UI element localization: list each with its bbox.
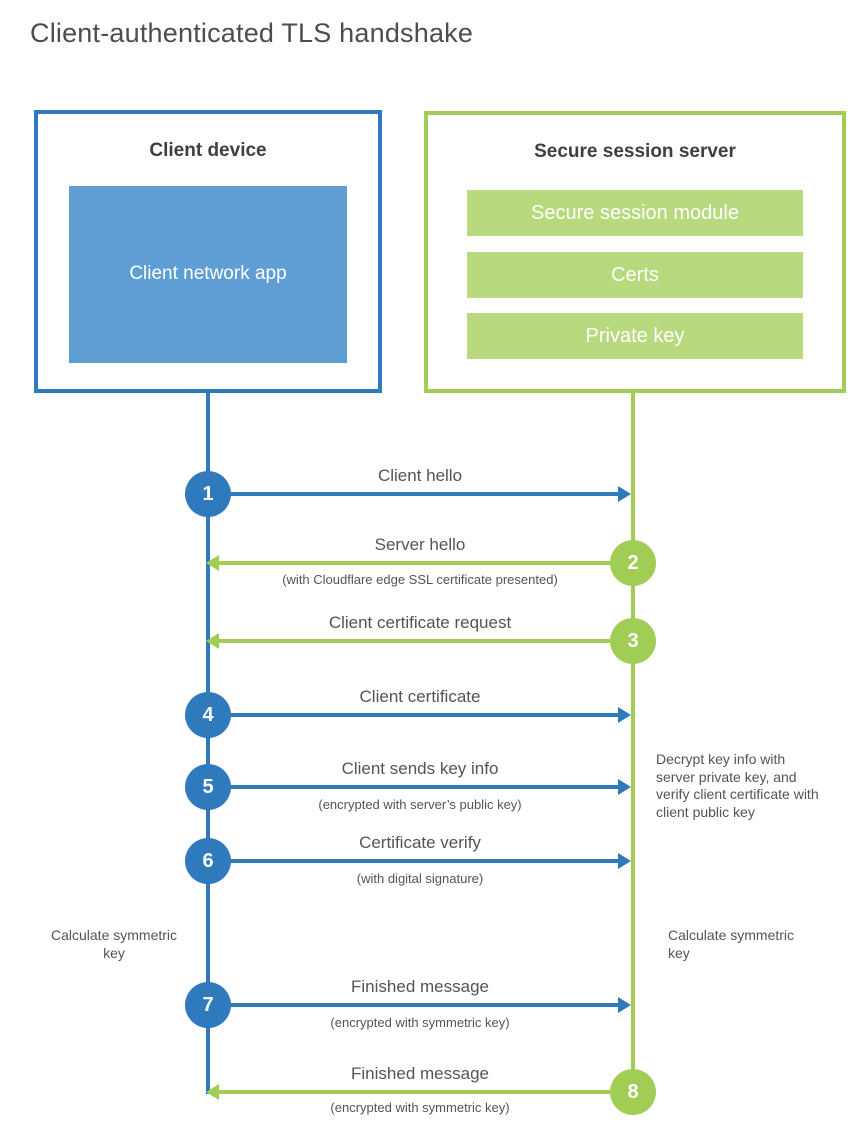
step-circle-5: 5 [185, 764, 231, 810]
step-label: Certificate verify [359, 833, 481, 852]
step-circle-8: 8 [610, 1069, 656, 1115]
step-sublabel: (encrypted with symmetric key) [330, 1015, 510, 1030]
step-sublabel: (encrypted with server’s public key) [318, 797, 522, 812]
arrowhead-right-icon [618, 707, 631, 723]
arrowhead-left-icon [206, 1084, 219, 1100]
step-sublabel: (with Cloudflare edge SSL certificate pr… [282, 572, 558, 587]
certs-bar: Certs [467, 252, 803, 298]
decrypt-key-note: Decrypt key info with server private key… [656, 751, 819, 820]
step-label: Finished message [351, 1064, 489, 1083]
client-device-box: Client device Client network app [34, 110, 382, 393]
calculate-symmetric-key-server: Calculate symmetric key [668, 927, 795, 962]
step-circle-1: 1 [185, 471, 231, 517]
step-label: Server hello [374, 535, 466, 554]
arrow-finished-message-server [206, 1084, 610, 1100]
step-label: Client hello [377, 466, 463, 485]
arrowhead-right-icon [618, 997, 631, 1013]
server-box-title: Secure session server [534, 141, 736, 162]
arrow-certificate-verify [231, 853, 631, 869]
calculate-symmetric-key-client: Calculate symmetric key [50, 927, 178, 962]
step-label: Client certificate request [328, 613, 512, 632]
arrow-server-hello [206, 555, 610, 571]
client-network-app-label: Client network app [129, 263, 287, 285]
arrow-client-certificate-request [206, 633, 610, 649]
page-title: Client-authenticated TLS handshake [30, 18, 474, 48]
step-circle-7: 7 [185, 982, 231, 1028]
step-label: Client certificate [359, 687, 481, 706]
arrow-client-hello [231, 486, 631, 502]
private-key-bar: Private key [467, 313, 803, 359]
step-circle-6: 6 [185, 838, 231, 884]
arrowhead-left-icon [206, 555, 219, 571]
secure-session-module-bar: Secure session module [467, 190, 803, 236]
server-lifeline [631, 393, 635, 1092]
step-sublabel: (with digital signature) [356, 871, 484, 886]
arrowhead-right-icon [618, 486, 631, 502]
arrow-finished-message-client [231, 997, 631, 1013]
arrowhead-right-icon [618, 779, 631, 795]
arrowhead-right-icon [618, 853, 631, 869]
arrow-client-certificate [231, 707, 631, 723]
client-lifeline [206, 393, 210, 1094]
secure-session-server-box: Secure session server Secure session mod… [424, 111, 846, 393]
arrow-client-sends-key-info [231, 779, 631, 795]
step-circle-2: 2 [610, 540, 656, 586]
client-device-title: Client device [149, 140, 267, 161]
step-label: Client sends key info [341, 759, 499, 778]
step-circle-3: 3 [610, 618, 656, 664]
step-circle-4: 4 [185, 692, 231, 738]
step-sublabel: (encrypted with symmetric key) [330, 1100, 510, 1115]
arrowhead-left-icon [206, 633, 219, 649]
step-label: Finished message [351, 977, 489, 996]
client-network-app-box: Client network app [69, 186, 347, 363]
